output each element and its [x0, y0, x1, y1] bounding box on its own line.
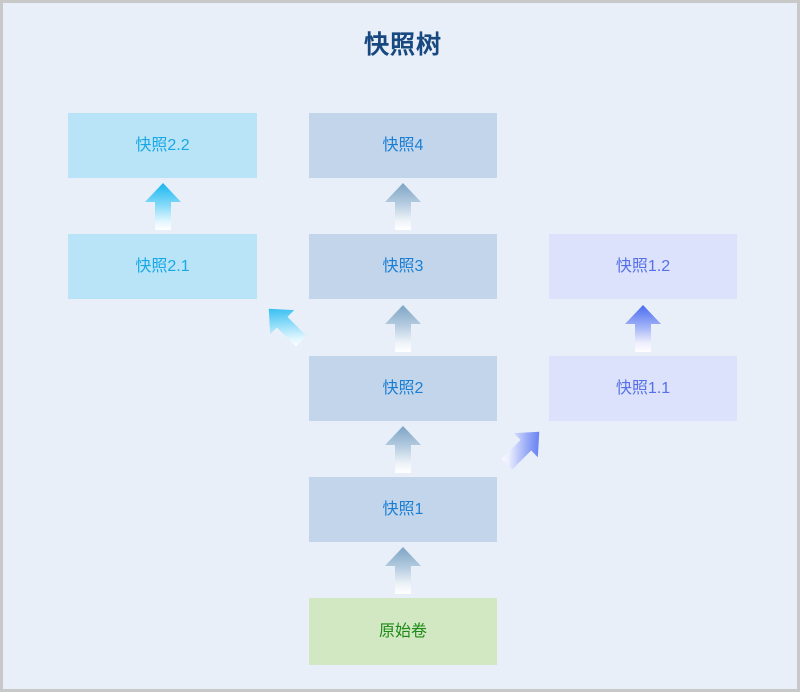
node-label: 原始卷 — [378, 622, 427, 640]
node-snapshot-3[interactable]: 快照3 — [309, 234, 497, 299]
node-label: 快照2.2 — [135, 136, 190, 154]
arrow-snapshot-1-to-2 — [383, 426, 423, 473]
arrow-snapshot-3-to-4 — [383, 183, 423, 230]
arrow-snapshot-2-1-to-2-2 — [143, 183, 183, 230]
arrow-snapshot-2-to-3 — [383, 305, 423, 352]
node-label: 快照1.2 — [615, 257, 671, 275]
node-snapshot-1-2[interactable]: 快照1.2 — [549, 234, 737, 299]
arrow-snapshot-1-to-snapshot-1-1 — [498, 422, 548, 474]
node-label: 快照3 — [382, 257, 424, 275]
node-label: 快照4 — [382, 136, 424, 154]
arrow-snapshot-1-1-to-1-2 — [623, 305, 663, 352]
node-label: 快照2 — [382, 379, 424, 397]
node-label: 快照2.1 — [135, 257, 190, 275]
node-label: 快照1.1 — [615, 379, 671, 397]
node-original-volume[interactable]: 原始卷 — [309, 598, 497, 665]
node-snapshot-4[interactable]: 快照4 — [309, 113, 497, 178]
arrow-snapshot-2-to-snapshot-2-1 — [261, 300, 309, 350]
node-snapshot-1[interactable]: 快照1 — [309, 477, 497, 542]
arrow-original-volume-to-snapshot-1 — [383, 547, 423, 594]
node-snapshot-1-1[interactable]: 快照1.1 — [549, 356, 737, 421]
node-label: 快照1 — [382, 500, 424, 518]
node-snapshot-2-2[interactable]: 快照2.2 — [68, 113, 257, 178]
node-snapshot-2-1[interactable]: 快照2.1 — [68, 234, 257, 299]
node-snapshot-2[interactable]: 快照2 — [309, 356, 497, 421]
page-title: 快照树 — [363, 31, 442, 59]
